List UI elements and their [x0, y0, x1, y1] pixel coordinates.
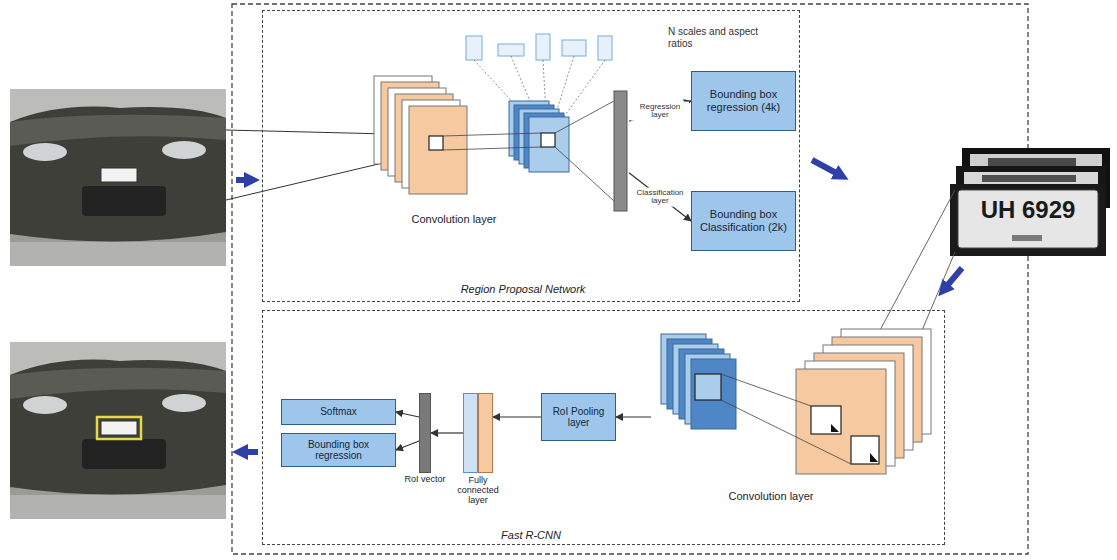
drawing-path [831, 424, 839, 432]
fc-bar [463, 393, 478, 473]
drawing-g [466, 34, 612, 60]
connector-arrow [396, 441, 419, 450]
drawing-line [555, 147, 614, 201]
drawing-ellipse [23, 143, 67, 161]
box-label: Softmax [320, 406, 357, 418]
layer-label: Convolution layer [691, 490, 851, 502]
drawing-rect [466, 36, 482, 60]
drawing-rect [529, 117, 569, 172]
drawing-ellipse [162, 394, 206, 412]
drawing-rect [614, 91, 627, 211]
drawing-line [244, 449, 258, 455]
edge-label: Classification layer [631, 188, 689, 207]
drawing-g [10, 342, 226, 519]
drawing-rect [429, 136, 443, 150]
conv-drawing [651, 326, 936, 511]
drawing-rect [101, 168, 137, 182]
conv-stack: Convolution layer [651, 326, 936, 511]
drawing-rect [695, 374, 721, 400]
drawing-ellipse [162, 141, 206, 159]
drawing-line [555, 101, 614, 133]
drawing-rect [82, 186, 166, 216]
drawing-line [721, 374, 811, 406]
vector-bar: RoI vector [419, 393, 431, 473]
box-label: RoI Pooling layer [545, 406, 612, 429]
drawing-line [443, 147, 541, 150]
layer-label: Fully connected layer [449, 476, 507, 506]
drawing-g [950, 148, 1110, 256]
drawing-rect [97, 417, 141, 439]
drawing-rect [1012, 235, 1042, 241]
region-title: Fast R-CNN [451, 529, 611, 541]
edge-label: Regression layer [631, 102, 689, 121]
drawing-rect [562, 40, 586, 56]
drawing-rect [82, 439, 166, 469]
drawing-rect [796, 369, 886, 474]
drawing-line [236, 177, 248, 183]
process-box: Bounding box Classification (2k) [691, 191, 796, 251]
drawing-rect [10, 495, 226, 519]
drawing-line [721, 400, 851, 464]
annotation: N scales and aspect ratios [668, 26, 760, 49]
process-box: Bounding box regression (4k) [691, 71, 796, 131]
drawing-rect [10, 342, 226, 519]
drawing-g [10, 89, 226, 266]
conv-stack: Convolution layer [369, 61, 629, 233]
drawing-rect [232, 4, 1028, 554]
drawing-rect [851, 436, 879, 464]
drawing-rect [691, 359, 736, 429]
drawing-rect [498, 44, 524, 56]
box-label: Bounding box regression [285, 439, 392, 462]
drawing-path [10, 368, 226, 399]
layer-label: RoI vector [402, 475, 448, 485]
drawing-rect [101, 421, 137, 435]
drawing-rect [958, 190, 1098, 248]
drawing-rect [409, 106, 467, 194]
process-box: Softmax [281, 399, 396, 425]
fc-bar [478, 393, 493, 473]
drawing-rect [598, 36, 612, 60]
layer-label: Convolution layer [379, 213, 529, 225]
region-frame: Fast R-CNN SoftmaxBounding box regression… [262, 310, 945, 545]
region-title: Region Proposal Network [413, 283, 633, 295]
conv-drawing [369, 61, 629, 233]
drawing-line [443, 133, 541, 136]
drawing-path [10, 115, 226, 146]
drawing-line [946, 268, 962, 287]
drawing-path [10, 360, 226, 495]
process-box: RoI Pooling layer [541, 393, 616, 441]
connector-arrow [616, 416, 651, 417]
drawing-rect [982, 175, 1076, 182]
box-label: Bounding box Classification (2k) [695, 208, 792, 233]
drawing-rect [541, 133, 555, 147]
drawing-rect [10, 242, 226, 266]
plate-text: UH 6929 [958, 196, 1098, 224]
region-frame: Region Proposal Network Convolution layer… [262, 10, 800, 302]
box-label: Bounding box regression (4k) [695, 88, 792, 113]
drawing-rect [811, 406, 841, 434]
drawing-path [10, 107, 226, 242]
process-box: Bounding box regression [281, 433, 396, 467]
connector-arrow [629, 101, 691, 121]
drawing-ellipse [23, 396, 67, 414]
drawing-rect [536, 34, 550, 60]
connector-arrow [431, 432, 463, 433]
drawing-rect [10, 89, 226, 266]
connector-arrow [396, 412, 419, 417]
connector-arrow [493, 416, 541, 417]
drawing-path [870, 453, 878, 462]
drawing-rect [950, 184, 1106, 256]
drawing-line [812, 160, 838, 174]
connector-arrow [629, 173, 691, 221]
fc-layer: Fully connected layer [463, 393, 493, 473]
